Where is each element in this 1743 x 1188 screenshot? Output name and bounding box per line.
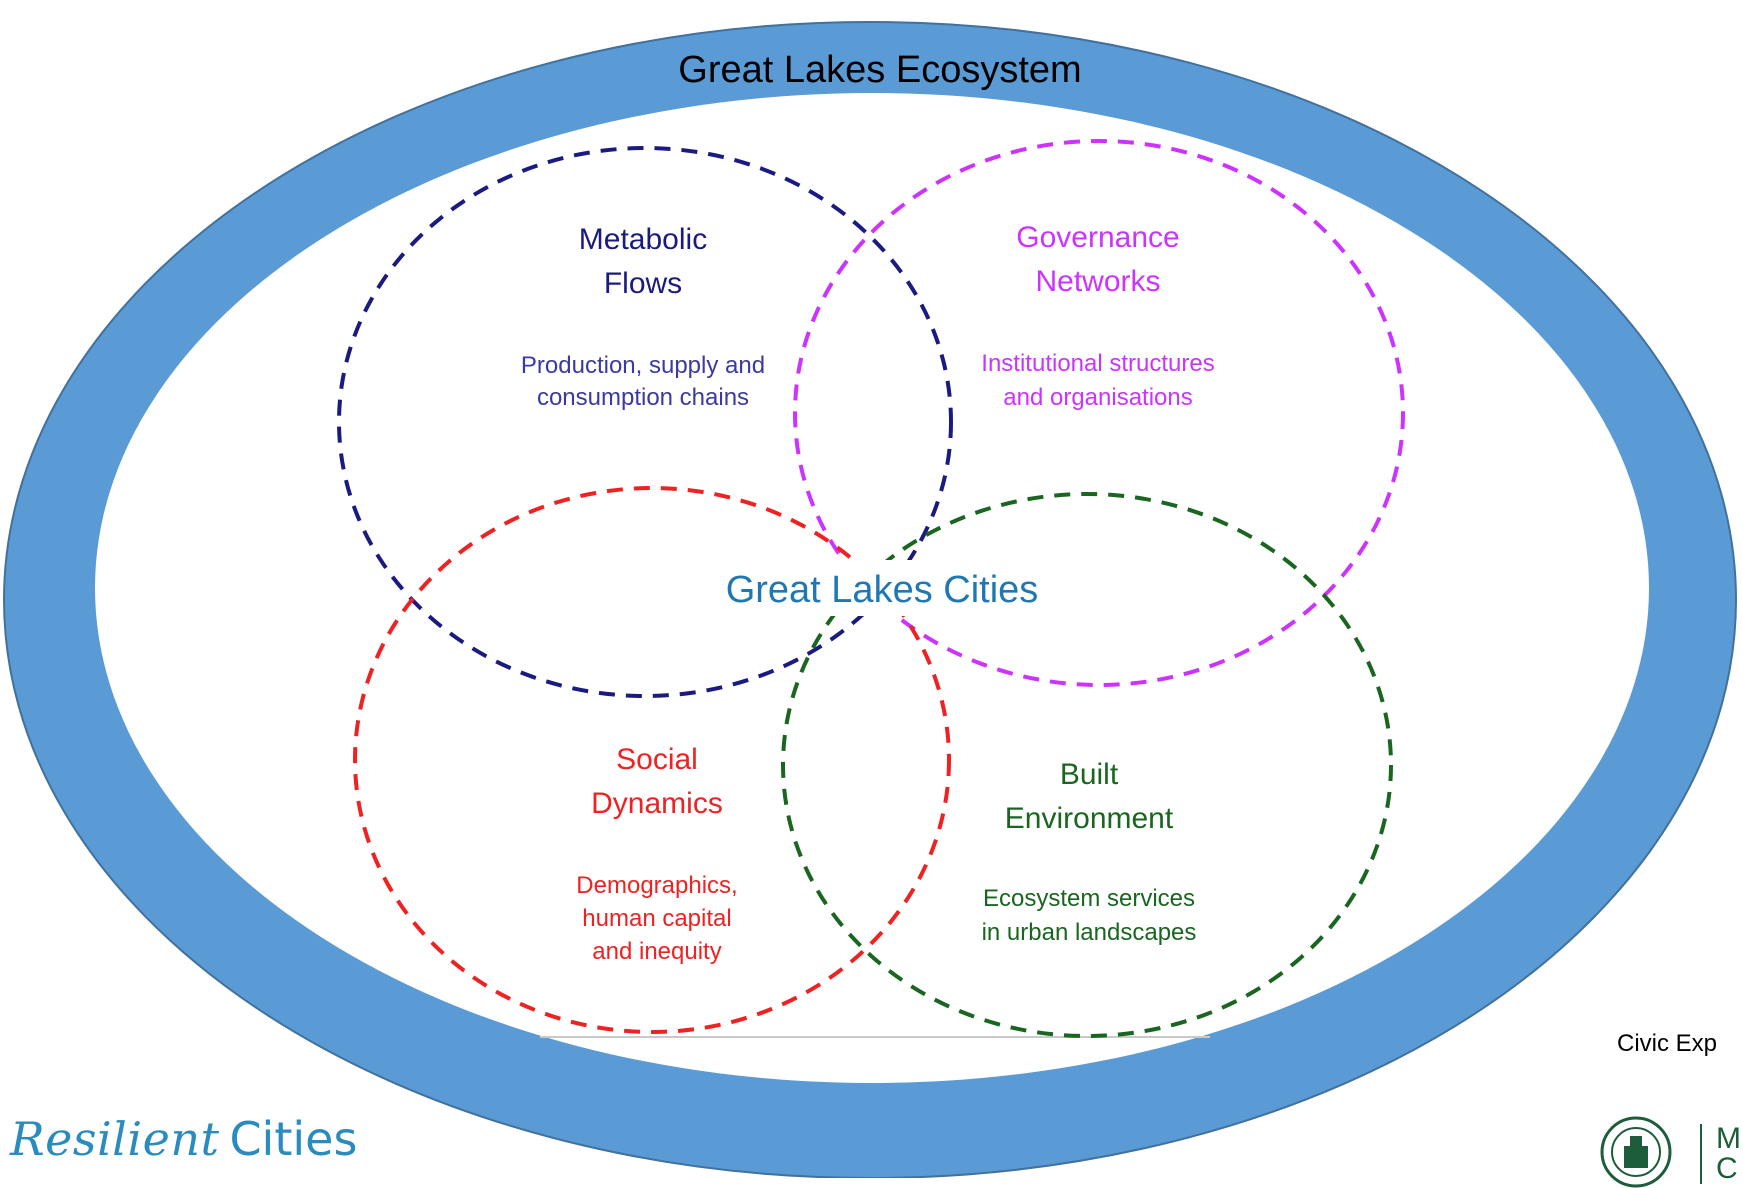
civic-text: Civic Exp [1617,1030,1718,1057]
social-dynamics-circle [353,486,951,1034]
built-desc-2: in urban landscapes [982,919,1197,946]
social-desc-1: Demographics, [576,872,737,899]
metabolic-title-1: Metabolic [579,223,707,256]
metabolic-desc-1: Production, supply and [521,352,765,379]
center-label-backdrop [706,560,1056,616]
resilient-cities-logo: Resilient Cities [10,1112,357,1178]
governance-networks-circle [793,139,1405,687]
university-name: M C [1700,1124,1741,1184]
built-desc-1: Ecosystem services [983,885,1195,912]
built-title-2: Environment [1005,802,1174,835]
university-text-1: M [1716,1122,1741,1155]
social-title-1: Social [616,743,698,776]
governance-desc-1: Institutional structures [981,350,1214,377]
governance-title-2: Networks [1035,265,1160,298]
social-title-2: Dynamics [591,787,723,820]
ecosystem-title: Great Lakes Ecosystem [678,49,1081,91]
built-title-1: Built [1060,758,1119,791]
metabolic-title-2: Flows [604,267,682,300]
governance-title-1: Governance [1016,221,1179,254]
metabolic-flows-labels: Metabolic Flows Production, supply and c… [521,223,765,411]
built-environment-labels: Built Environment Ecosystem services in … [982,758,1197,946]
university-text-2: C [1716,1152,1738,1185]
metabolic-flows-circle [337,146,953,698]
social-desc-3: and inequity [592,938,721,965]
governance-networks-labels: Governance Networks Institutional struct… [981,221,1214,411]
center-label: Great Lakes Cities [726,569,1039,611]
governance-desc-2: and organisations [1003,384,1192,411]
built-environment-circle [781,492,1393,1038]
social-desc-2: human capital [582,905,731,932]
metabolic-desc-2: consumption chains [537,384,749,411]
social-dynamics-labels: Social Dynamics Demographics, human capi… [576,743,737,965]
university-seal-icon [1600,1116,1672,1188]
brand-plain: Cities [229,1112,358,1166]
brand-italic: Resilient [10,1112,220,1166]
